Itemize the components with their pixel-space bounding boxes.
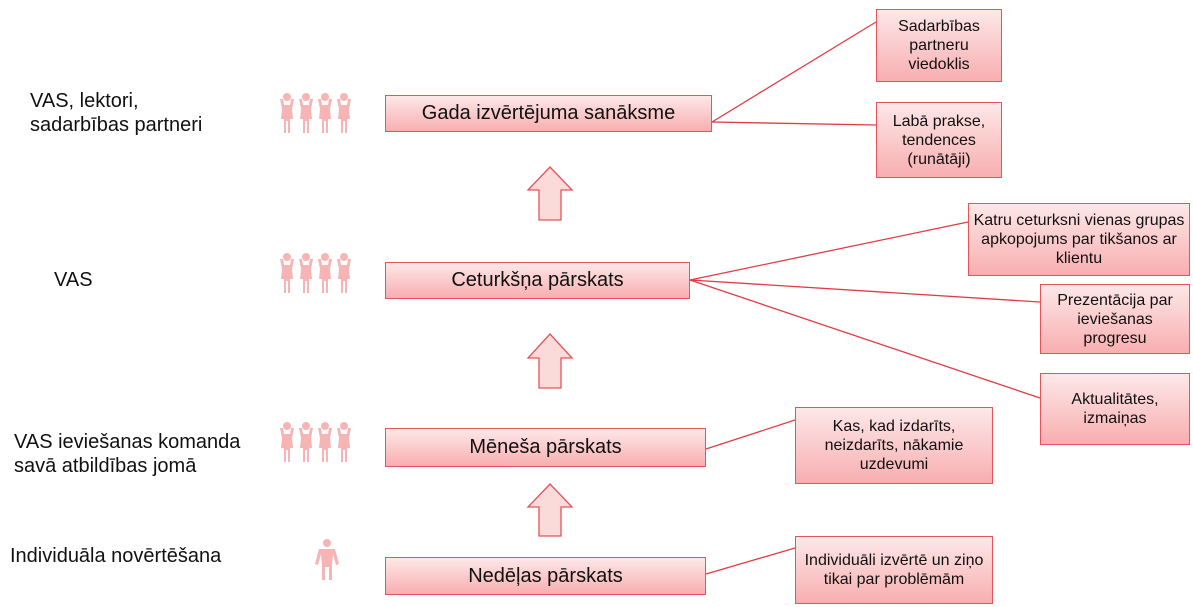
role-label-weekly: Individuāla novērtēšana	[10, 545, 222, 567]
note-annual-partners: Sadarbības partneru viedoklis	[898, 18, 980, 73]
role-label-quarterly: VAS	[54, 269, 93, 291]
connector-line	[689, 279, 1041, 303]
connector-line	[689, 221, 969, 281]
note-quarterly-news: Aktualitātes, izmaiņas	[1071, 391, 1159, 427]
note-box-annual-partners: Sadarbības partneru viedoklis	[876, 9, 1002, 82]
note-box-weekly-individual: Individuāli izvērtē un ziņo tikai par pr…	[795, 536, 993, 604]
role-label-monthly: VAS ieviešanas komanda savā atbildības j…	[14, 431, 241, 477]
group-people-icon	[280, 422, 351, 462]
note-box-annual-practice: Labā prakse, tendences (runātāji)	[876, 102, 1002, 178]
note-annual-practice: Labā prakse, tendences (runātāji)	[892, 112, 986, 168]
connector-line	[711, 121, 877, 126]
group-people-icon	[280, 253, 351, 293]
up-arrow-icon	[526, 166, 574, 221]
meeting-box-weekly: Nedēļas pārskats	[385, 557, 706, 595]
note-weekly-individual: Individuāli izvērtē un ziņo tikai par pr…	[804, 552, 984, 588]
up-arrow-icon	[526, 333, 574, 389]
meeting-box-quarterly: Ceturkšņa pārskats	[385, 262, 690, 299]
up-arrow-icon	[526, 483, 574, 537]
note-quarterly-presentation: Prezentācija par ieviešanas progresu	[1057, 291, 1173, 347]
meeting-box-annual: Gada izvērtējuma sanāksme	[385, 95, 712, 132]
note-box-quarterly-news: Aktualitātes, izmaiņas	[1040, 373, 1190, 445]
meeting-label-monthly: Mēneša pārskats	[469, 436, 622, 458]
meeting-label-weekly: Nedēļas pārskats	[468, 564, 623, 587]
role-label-annual: VAS, lektori, sadarbības partneri	[30, 90, 203, 136]
person-icon	[315, 539, 339, 580]
note-box-quarterly-summary: Katru ceturksni vienas grupas apkopojums…	[968, 203, 1190, 276]
connector-line	[705, 547, 796, 575]
note-quarterly-summary: Katru ceturksni vienas grupas apkopojums…	[973, 212, 1185, 267]
group-people-icon	[280, 93, 351, 133]
connector-line	[705, 419, 796, 450]
meeting-label-quarterly: Ceturkšņa pārskats	[451, 269, 624, 291]
meeting-label-annual: Gada izvērtējuma sanāksme	[421, 102, 676, 124]
connector-line	[711, 21, 877, 123]
meeting-box-monthly: Mēneša pārskats	[385, 428, 706, 467]
note-monthly-status: Kas, kad izdarīts, neizdarīts, nākamie u…	[824, 418, 964, 473]
note-box-quarterly-presentation: Prezentācija par ieviešanas progresu	[1040, 284, 1190, 354]
note-box-monthly-status: Kas, kad izdarīts, neizdarīts, nākamie u…	[795, 407, 993, 484]
connector-line	[689, 279, 1041, 399]
